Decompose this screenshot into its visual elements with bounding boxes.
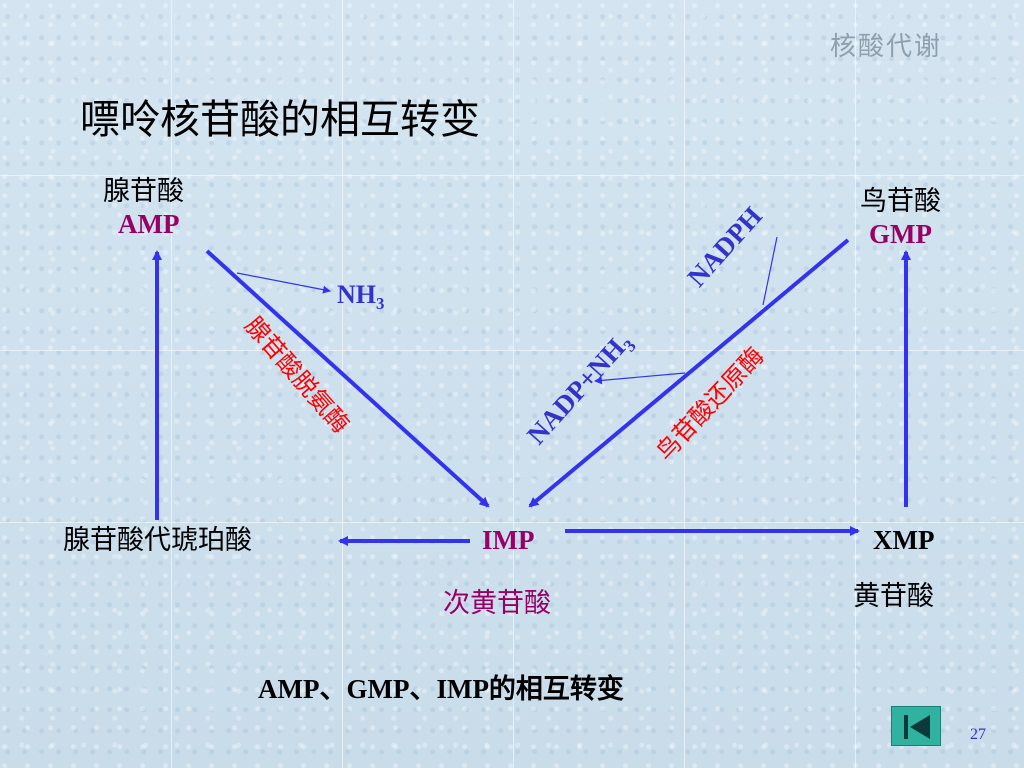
imp-chinese-name: 次黄苷酸: [443, 588, 551, 619]
nh3-base: NH: [337, 280, 376, 309]
grid-line: [855, 0, 856, 768]
nh3-label: NH3: [337, 282, 384, 313]
grid-line: [0, 522, 1024, 523]
adenylosuccinate-label: 腺苷酸代琥珀酸: [63, 525, 252, 556]
imp-label: IMP: [482, 525, 535, 555]
arrow-nadph-pointer: [762, 236, 778, 306]
arrow-nh3-release: [236, 272, 331, 294]
amp-label: AMP: [118, 209, 180, 239]
grid-line: [513, 0, 514, 768]
grid-line: [342, 0, 343, 768]
grid-line: [171, 0, 172, 768]
arrow-gmp-to-imp: [528, 238, 850, 508]
xmp-chinese-name: 黄苷酸: [853, 581, 934, 612]
grid-line: [0, 175, 1024, 176]
nh3-subscript: 3: [376, 293, 385, 313]
grid-line: [0, 350, 1024, 351]
back-to-start-icon-arrow: [910, 715, 930, 739]
arrow-amp-to-imp: [205, 249, 490, 508]
grid-line: [684, 0, 685, 768]
arrow-nadp-nh3-release: [594, 372, 686, 385]
amp-chinese-name: 腺苷酸: [103, 176, 184, 207]
back-to-start-icon: [904, 715, 908, 739]
slide-title: 嘌呤核苷酸的相互转变: [80, 97, 480, 143]
slide-caption: AMP、GMP、IMP的相互转变: [258, 674, 624, 704]
xmp-label: XMP: [873, 525, 935, 555]
gmp-label: GMP: [869, 219, 932, 249]
gmp-chinese-name: 鸟苷酸: [860, 186, 941, 217]
back-to-start-button[interactable]: [891, 706, 941, 746]
page-number: 27: [970, 726, 986, 743]
section-watermark: 核酸代谢: [830, 32, 943, 62]
